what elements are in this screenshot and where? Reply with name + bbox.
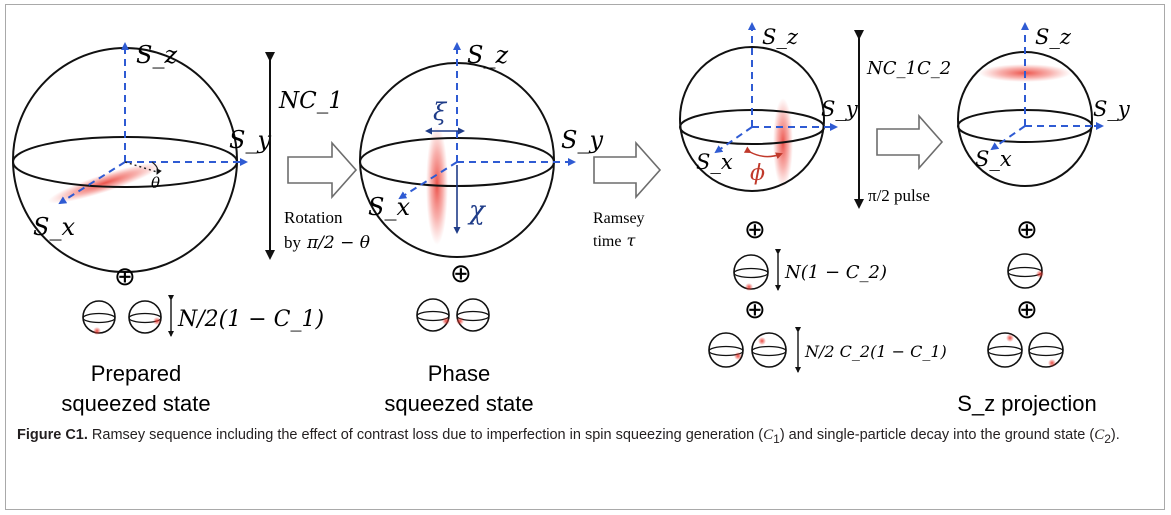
small-sphere xyxy=(987,332,1023,368)
sphere-projection xyxy=(957,22,1104,187)
axis-label-sx-projection: S_x xyxy=(975,147,1012,171)
sphere-blob-prepared xyxy=(47,162,163,204)
small-sphere xyxy=(128,300,162,334)
axis-label-sz-ramsey: S_z xyxy=(762,25,799,49)
oplus-ramsey-2: ⊕ xyxy=(744,295,766,324)
pulse-label: π/2 pulse xyxy=(868,186,930,205)
axis-label-sx-ramsey: S_x xyxy=(696,150,733,174)
axis-label-sz-phase: S_z xyxy=(467,41,508,69)
small-sphere xyxy=(751,332,787,368)
axis-label-sy-phase: S_y xyxy=(561,126,603,154)
chi-label: χ xyxy=(467,196,487,226)
bracket-label-low: N/2 C_2(1 − C_1) xyxy=(804,342,947,361)
small-sphere xyxy=(708,332,744,368)
small-sphere xyxy=(82,300,116,335)
theta-label: θ xyxy=(151,174,160,192)
label-prepared-line2: squeezed state xyxy=(61,391,210,416)
caption-text-2: ) and single-particle decay into the gro… xyxy=(779,427,1095,443)
sphere-ramsey xyxy=(679,22,838,192)
sphere-prepared xyxy=(12,42,248,273)
small-sphere xyxy=(456,298,490,332)
pulse-arrow xyxy=(876,113,944,171)
caption-c1: C xyxy=(763,427,774,443)
caption-c2: C xyxy=(1094,427,1105,443)
axis-label-sz-projection: S_z xyxy=(1035,25,1072,49)
axis-label-sx-phase: S_x xyxy=(368,193,410,221)
label-projection: S_z projection xyxy=(957,391,1096,416)
xi-label: ξ xyxy=(433,98,448,126)
caption-sub1: 1 xyxy=(773,431,780,446)
bracket-label-nc1: NC_1 xyxy=(278,88,343,114)
small-sphere xyxy=(1007,253,1044,289)
oplus-phase: ⊕ xyxy=(450,259,472,288)
ramsey-label-line1: Ramsey xyxy=(593,210,645,227)
sphere-phase xyxy=(359,42,576,258)
small-sphere xyxy=(733,254,769,291)
caption-text-3: ). xyxy=(1110,427,1120,443)
oplus-projection-1: ⊕ xyxy=(1016,215,1038,244)
figure-frame xyxy=(5,4,1165,510)
axis-label-sy-prepared: S_y xyxy=(229,126,271,154)
small-sphere xyxy=(1028,332,1064,368)
label-prepared-line1: Prepared xyxy=(91,361,182,386)
axis-label-sx-prepared: S_x xyxy=(33,213,75,241)
axis-label-sz-prepared: S_z xyxy=(136,41,177,69)
rotation-arrow xyxy=(287,140,358,200)
ramsey-arrow xyxy=(593,140,662,200)
oplus-ramsey-1: ⊕ xyxy=(744,215,766,244)
axis-label-sy-ramsey: S_y xyxy=(821,97,859,121)
label-phase-line2: squeezed state xyxy=(384,391,533,416)
small-sphere xyxy=(416,298,450,332)
label-phase-line1: Phase xyxy=(428,361,490,386)
oplus-projection-2: ⊕ xyxy=(1016,295,1038,324)
phi-label: ϕ xyxy=(750,161,765,186)
bracket-label-nc1c2: NC_1C_2 xyxy=(866,58,951,79)
caption-sub2: 2 xyxy=(1104,431,1111,446)
bracket-label-mid: N(1 − C_2) xyxy=(784,262,887,283)
caption-label: Figure C1. xyxy=(17,427,88,443)
rotation-label-line1: Rotation xyxy=(284,208,343,227)
axis-label-sy-projection: S_y xyxy=(1093,97,1131,121)
caption-text-1: Ramsey sequence including the effect of … xyxy=(87,427,764,443)
figure-caption: Figure C1. Ramsey sequence including the… xyxy=(17,426,1149,449)
oplus-prepared: ⊕ xyxy=(114,262,136,291)
bracket-label-small-prepared: N/2(1 − C_1) xyxy=(177,307,324,332)
